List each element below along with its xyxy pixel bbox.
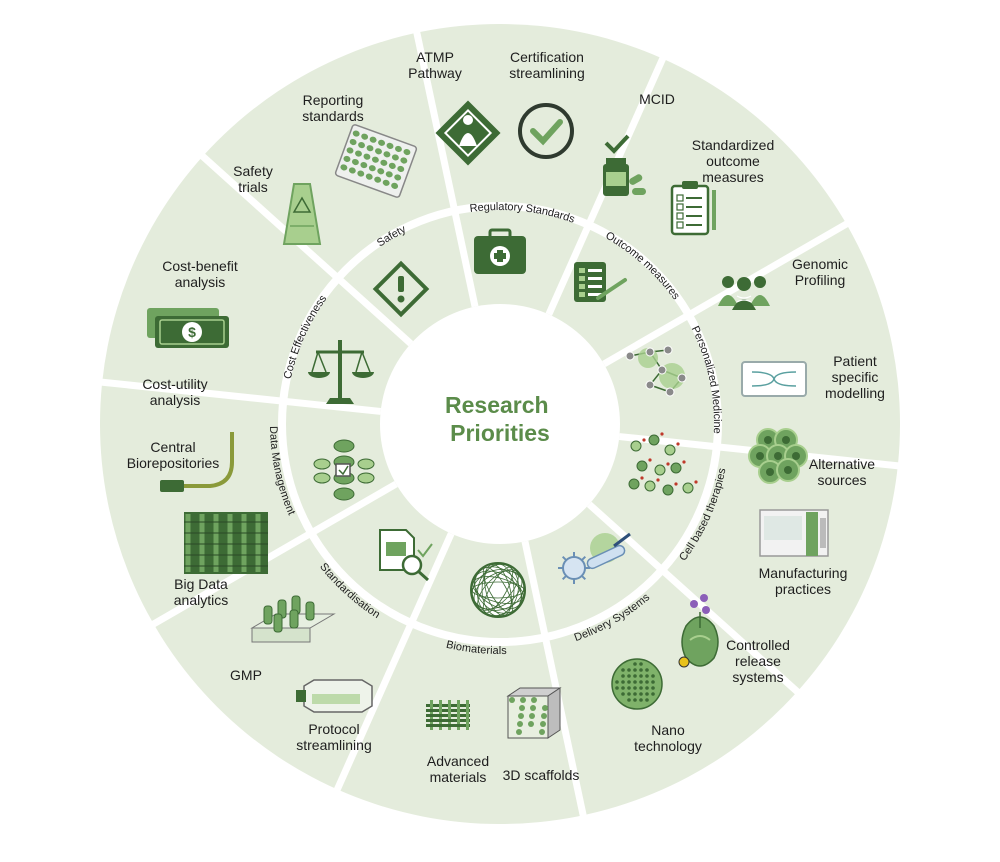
first-aid-kit-icon bbox=[474, 228, 526, 274]
server-rack-icon bbox=[184, 512, 268, 574]
database-icon bbox=[313, 439, 375, 501]
cells-icon bbox=[628, 432, 698, 496]
culture-flask-icon bbox=[296, 679, 373, 713]
bioreactor-machine-icon bbox=[759, 509, 829, 557]
icons-layer: $ bbox=[147, 100, 829, 739]
money-bills-icon: $ bbox=[147, 308, 229, 348]
research-area-label: 3D scaffolds bbox=[503, 767, 580, 783]
sector-divider bbox=[586, 501, 802, 696]
sector-divider bbox=[521, 540, 588, 818]
balance-scale-icon bbox=[308, 340, 374, 404]
check-circle-icon bbox=[518, 103, 574, 159]
sector-divider bbox=[150, 480, 398, 629]
woven-lattice-icon bbox=[426, 700, 470, 730]
center-title-line-2: Priorities bbox=[450, 420, 550, 446]
research-area-label: GMP bbox=[230, 667, 262, 683]
sector-divider bbox=[99, 378, 382, 415]
warning-diamond-icon bbox=[372, 260, 430, 318]
sector-divider bbox=[602, 219, 850, 368]
hazard-diamond-person-icon bbox=[435, 100, 501, 166]
porous-cube-icon bbox=[506, 687, 562, 739]
center-title-line-1: Research bbox=[445, 392, 549, 418]
well-plate-icon bbox=[334, 124, 418, 198]
document-search-icon bbox=[379, 529, 433, 582]
research-area-label: MCID bbox=[639, 91, 675, 107]
svg-text:$: $ bbox=[188, 324, 196, 340]
network-people-icon bbox=[625, 345, 687, 397]
fiber-sphere-icon bbox=[470, 562, 526, 618]
wet-floor-sign-icon bbox=[282, 183, 322, 245]
center-title: Research Priorities bbox=[445, 392, 555, 446]
tube-rack-icon bbox=[250, 595, 336, 643]
people-dna-icon bbox=[718, 276, 770, 310]
middle-ring-divider bbox=[278, 202, 722, 646]
checklist-pen-icon bbox=[574, 262, 627, 302]
sector-divider bbox=[333, 532, 455, 793]
virus-capsule-icon bbox=[558, 532, 631, 584]
sector-divider bbox=[198, 152, 414, 347]
controlled-release-icon bbox=[678, 594, 719, 668]
cable-plug-icon bbox=[160, 432, 234, 492]
sector-divider bbox=[412, 30, 479, 308]
medicine-bottle-check-icon bbox=[603, 134, 646, 196]
microfluidic-chip-icon bbox=[741, 361, 807, 397]
clipboard-checklist-icon bbox=[670, 181, 716, 236]
center-circle bbox=[380, 304, 620, 544]
cell-cluster-icon bbox=[748, 428, 808, 484]
nanoparticle-icon bbox=[611, 658, 663, 710]
